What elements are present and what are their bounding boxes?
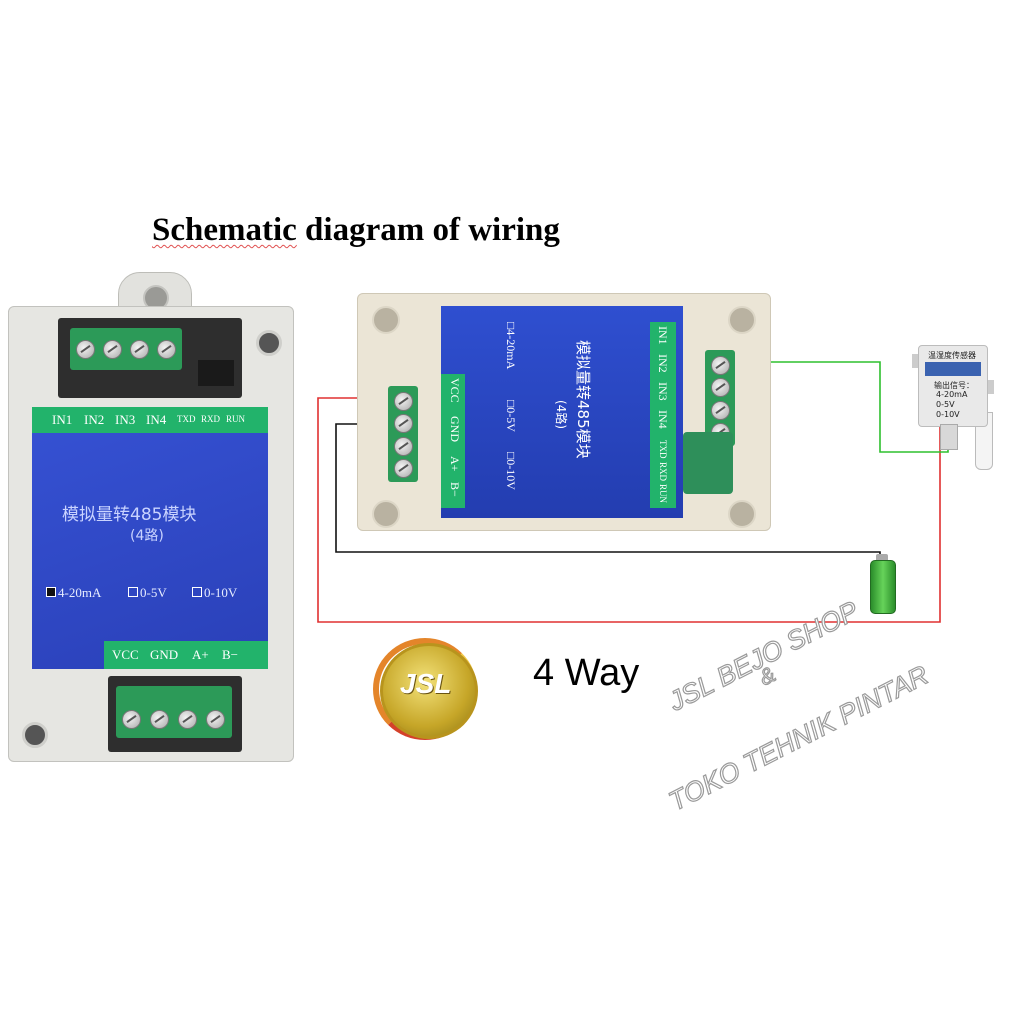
center-input-label: IN1 — [656, 326, 670, 345]
left-module-label-panel — [32, 407, 268, 669]
sensor-title: 温湿度传感器 — [928, 351, 976, 360]
sensor-text: 输出信号： — [934, 381, 974, 390]
battery-icon — [876, 554, 888, 561]
center-indicator-label: TXD — [658, 440, 668, 459]
sensor-text: 0-10V — [936, 410, 960, 419]
left-module-mount-hole — [256, 330, 282, 356]
center-indicator-label: RUN — [658, 484, 668, 504]
checkbox-icon — [192, 587, 202, 597]
left-indicator-label: TXD — [177, 414, 196, 424]
center-module-label-panel — [441, 306, 683, 518]
center-module-power-strip — [441, 374, 465, 508]
sensor-text: 4-20mA — [936, 390, 968, 399]
center-input-label: IN4 — [656, 410, 670, 429]
center-option: □0-10V — [504, 452, 518, 490]
sensor-housing — [918, 345, 988, 427]
center-power-label: A+ — [448, 456, 462, 472]
left-module-power-strip — [104, 641, 268, 669]
diagram-title: Schematic diagram of wiring — [152, 212, 560, 249]
left-module-name: 模拟量转485模块 — [62, 505, 197, 525]
left-indicator-label: RXD — [201, 414, 221, 424]
left-power-label: A+ — [192, 647, 209, 662]
red-wire — [317, 397, 941, 623]
left-module-mount-hole — [22, 722, 48, 748]
center-power-label: GND — [448, 416, 462, 442]
sensor-cable-gland — [940, 424, 958, 450]
sensor-mount-ear — [912, 354, 920, 368]
center-input-label: IN3 — [656, 382, 670, 401]
left-module-input-strip — [32, 407, 268, 433]
center-power-label: VCC — [448, 378, 462, 403]
center-module-subtitle: (4路) — [554, 400, 568, 429]
left-module-subtitle: (4路) — [130, 528, 164, 544]
left-module-header-pins — [198, 360, 234, 386]
jsl-logo — [380, 643, 478, 739]
center-module-circuit-board — [683, 432, 733, 494]
checkbox-filled-icon — [46, 587, 56, 597]
left-input-label: IN4 — [146, 412, 167, 427]
left-power-label: B− — [222, 647, 239, 662]
center-option: □0-5V — [504, 400, 518, 432]
left-option: 4-20mA — [58, 585, 102, 600]
left-indicator-label: RUN — [226, 414, 246, 424]
left-module-top-terminal-block — [70, 328, 182, 370]
center-module-power-terminal — [388, 386, 418, 482]
left-input-label: IN3 — [115, 412, 136, 427]
sensor-mount-ear — [986, 380, 994, 394]
checkbox-icon — [128, 587, 138, 597]
left-option: 0-10V — [204, 585, 238, 600]
center-module-input-strip — [650, 322, 676, 508]
title-rest: diagram of wiring — [296, 212, 560, 248]
center-option: □4-20mA — [504, 322, 518, 370]
left-power-label: GND — [150, 647, 179, 662]
center-indicator-label: RXD — [658, 462, 668, 482]
caption-4-way: 4 Way — [533, 652, 640, 694]
logo-text: JSL — [400, 668, 452, 699]
center-input-label: IN2 — [656, 354, 670, 373]
battery-icon — [870, 560, 896, 614]
left-power-label: VCC — [112, 647, 139, 662]
center-power-label: B− — [448, 482, 462, 497]
title-word: Schematic — [152, 212, 297, 248]
left-option: 0-5V — [140, 585, 167, 600]
left-input-label: IN2 — [84, 412, 105, 427]
left-module-bottom-terminal-block — [116, 686, 232, 738]
center-module-name: 模拟量转485模块 — [574, 340, 592, 459]
left-input-label: IN1 — [52, 412, 73, 427]
sensor-label-band — [925, 362, 981, 376]
sensor-text: 0-5V — [936, 400, 955, 409]
